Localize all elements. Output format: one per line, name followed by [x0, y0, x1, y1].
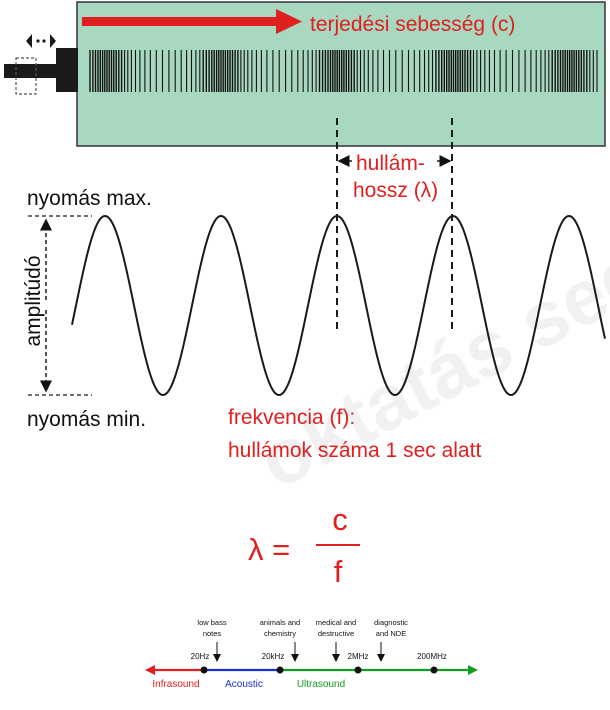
- oscillation-icon: [26, 34, 56, 48]
- annotation-low-bass-2: notes: [203, 629, 222, 638]
- tick-label: 20kHz: [262, 652, 285, 661]
- sound-tube: terjedési sebesség (c): [4, 1, 606, 147]
- piston-icon: [4, 48, 78, 95]
- annotation-diagnostic-2: and NDE: [376, 629, 406, 638]
- amplitude-guides: [28, 215, 92, 396]
- tick-label: 200MHz: [417, 652, 447, 661]
- pressure-min-label: nyomás min.: [27, 408, 146, 431]
- range-ultrasound: Ultrasound: [297, 679, 345, 690]
- pressure-max-label: nyomás max.: [27, 187, 152, 210]
- annotation-low-bass: low bass: [197, 618, 226, 627]
- annotation-diagnostic: diagnostic: [374, 618, 408, 627]
- annotation-animals: animals and: [260, 618, 300, 627]
- tick-dot: [430, 666, 438, 674]
- range-acoustic: Acoustic: [225, 679, 263, 690]
- formula-numerator: c: [332, 502, 348, 537]
- annotation-medical: medical and: [316, 618, 356, 627]
- wavelength-formula: λ = c f: [248, 502, 360, 589]
- range-infrasound: Infrasound: [152, 679, 199, 690]
- formula-lhs: λ =: [248, 532, 290, 567]
- propagation-arrow: [82, 9, 302, 34]
- frequency-spectrum: 20Hz 20kHz 2MHz 200MHz low bass notes an…: [145, 618, 478, 690]
- tick-dot: [200, 666, 208, 674]
- frequency-label: frekvencia (f):: [228, 406, 355, 429]
- formula-denominator: f: [334, 554, 343, 589]
- sine-wave: [71, 214, 606, 397]
- tick-label: 2MHz: [348, 652, 369, 661]
- annotation-animals-2: chemistry: [264, 629, 296, 638]
- tick-dot: [354, 666, 362, 674]
- tick-dot: [276, 666, 284, 674]
- right-arrowhead: [468, 665, 478, 675]
- wavelength-label-symbol: hossz (λ): [353, 179, 438, 202]
- compression-pattern: [89, 50, 598, 92]
- wavelength-markers: [336, 118, 453, 334]
- left-arrowhead: [145, 665, 155, 675]
- amplitude-label: amplitúdó: [22, 255, 45, 346]
- wavelength-label: hullám-: [356, 152, 425, 175]
- tick-label: 20Hz: [191, 652, 210, 661]
- annotation-arrows: [213, 642, 385, 662]
- frequency-description: hullámok száma 1 sec alatt: [228, 439, 481, 462]
- annotation-medical-2: destructive: [318, 629, 354, 638]
- propagation-speed-label: terjedési sebesség (c): [310, 13, 515, 36]
